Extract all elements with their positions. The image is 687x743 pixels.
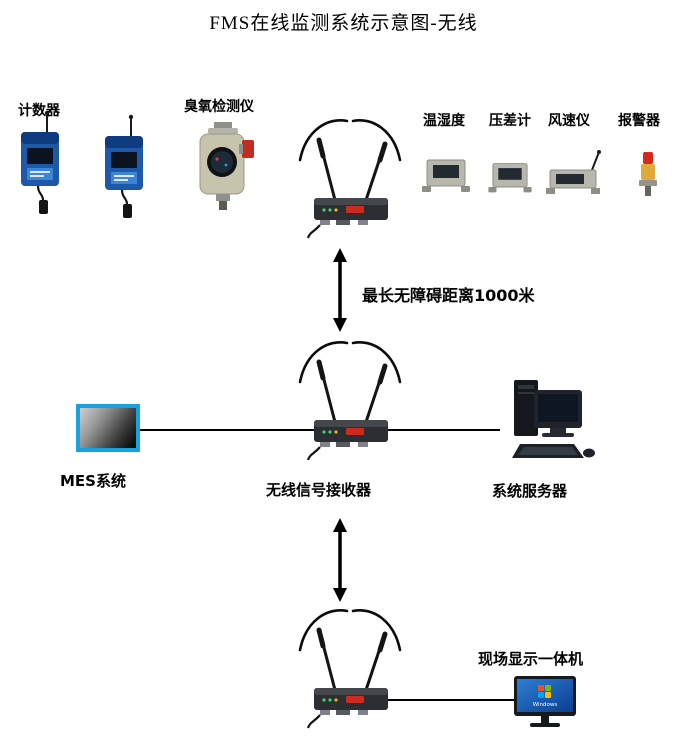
alarm-label: 报警器 xyxy=(618,113,660,129)
counter-device-2 xyxy=(105,114,143,218)
windows-logo-icon xyxy=(538,685,551,698)
system-server-label: 系统服务器 xyxy=(492,482,568,500)
signal-arc-icon xyxy=(298,119,349,162)
temp-humidity-device xyxy=(422,159,470,192)
wireless-link-arrow-bottom xyxy=(333,518,347,602)
diagram-title: FMS在线监测系统示意图-无线 xyxy=(209,13,478,34)
link-line-node-to-display xyxy=(388,699,516,701)
wireless-link-arrow-top xyxy=(333,248,347,332)
link-line-receiver-to-server xyxy=(388,429,500,431)
anemometer-label: 风速仪 xyxy=(548,113,590,129)
counter-device-1 xyxy=(21,110,59,214)
ozone-detector-label: 臭氧检测仪 xyxy=(184,99,254,115)
pressure-gauge-device xyxy=(488,163,532,193)
alarm-device xyxy=(639,152,657,196)
mes-system-box xyxy=(76,404,140,452)
wireless-transmitter-device xyxy=(298,119,402,239)
onsite-display-device: Windows xyxy=(514,676,576,727)
wireless-receiver-device xyxy=(298,341,402,461)
wireless-node-bottom-device xyxy=(298,609,402,729)
anemometer-device xyxy=(546,150,601,194)
windows-text: Windows xyxy=(533,702,558,708)
counter-label: 计数器 xyxy=(18,103,60,119)
wireless-receiver-label: 无线信号接收器 xyxy=(266,481,372,499)
system-server-device xyxy=(512,380,595,458)
ozone-detector-device xyxy=(199,122,254,210)
onsite-display-label: 现场显示一体机 xyxy=(478,650,584,668)
link-line-mes-to-receiver xyxy=(140,429,314,431)
distance-note: 最长无障碍距离1000米 xyxy=(362,286,535,305)
pressure-gauge-label: 压差计 xyxy=(489,113,531,129)
temp-humidity-label: 温湿度 xyxy=(423,113,465,129)
mes-system-label: MES系统 xyxy=(60,472,126,490)
